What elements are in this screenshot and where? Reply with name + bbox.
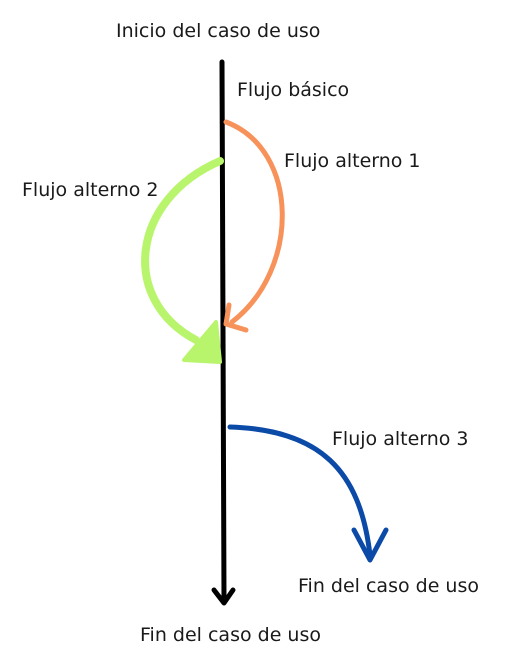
- end-label: Fin del caso de uso: [140, 624, 321, 646]
- alt-flow-1-arrowhead: [223, 302, 249, 333]
- alt-flow-3-end-label: Fin del caso de uso: [298, 575, 479, 597]
- basic-flow-label: Flujo básico: [237, 79, 350, 101]
- alt-flow-3-arrow: [227, 424, 389, 563]
- basic-flow-arrow: [211, 59, 236, 606]
- alt-flow-1-arrow: [223, 119, 285, 333]
- alt-flow-2-arrowhead: [182, 320, 222, 364]
- alt-flow-3-label: Flujo alterno 3: [332, 428, 469, 450]
- basic-flow-line: [219, 59, 227, 603]
- alt-flow-2-arrow: [141, 157, 224, 364]
- alt-flow-2-curve: [141, 157, 224, 344]
- alt-flow-3-arrowhead: [351, 527, 389, 563]
- alt-flow-3-curve: [227, 424, 373, 558]
- alt-flow-1-label: Flujo alterno 1: [284, 150, 421, 172]
- alt-flow-1-curve: [223, 119, 285, 325]
- basic-flow-arrowhead: [211, 587, 236, 606]
- start-label: Inicio del caso de uso: [116, 20, 321, 42]
- alt-flow-2-label: Flujo alterno 2: [22, 179, 159, 201]
